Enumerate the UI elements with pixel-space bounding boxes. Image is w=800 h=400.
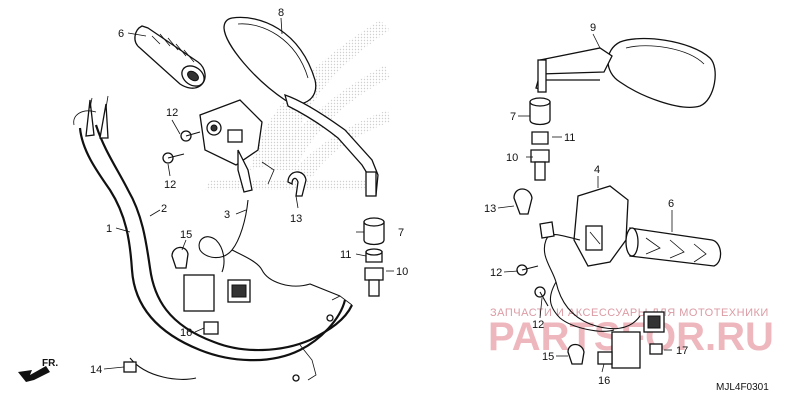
front-direction-arrow: FR. <box>18 358 58 382</box>
drawing-code: MJL4F0301 <box>716 382 769 393</box>
part-right-mirror-hardware <box>529 97 551 181</box>
callout-15-left: 15 <box>180 229 192 241</box>
callout-12-right-lower: 12 <box>532 319 544 331</box>
part-screw-12-right-upper <box>516 264 539 276</box>
part-left-mirror-hardware <box>363 217 385 297</box>
callout-3: 3 <box>224 209 230 221</box>
callout-13-right: 13 <box>484 203 496 215</box>
part-left-grip <box>134 25 206 89</box>
callout-16-left: 16 <box>180 327 192 339</box>
part-screw-12-left-upper <box>180 130 201 142</box>
callout-7-left: 7 <box>398 227 404 239</box>
watermark: ЗАПЧАСТИ И АКСЕССУАРЫ ДЛЯ МОТОТЕХНИКИ PA… <box>488 307 774 359</box>
callout-6: 6 <box>668 198 674 210</box>
part-right-mirror <box>535 37 716 108</box>
part-clamp-15-right <box>567 343 585 365</box>
callout-11-right: 11 <box>564 132 575 144</box>
callout-9: 9 <box>590 22 596 34</box>
callout-12-left-lower: 12 <box>164 179 176 191</box>
leader-lines <box>103 17 673 373</box>
part-left-switch <box>199 99 275 193</box>
callout-12-left-upper: 12 <box>166 107 178 119</box>
callout-2: 2 <box>161 203 167 215</box>
callout-1: 1 <box>106 223 112 235</box>
callout-10-left: 10 <box>396 266 408 278</box>
part-right-switch <box>573 185 629 267</box>
callout-12-right-upper: 12 <box>490 267 502 279</box>
callout-7-right: 7 <box>510 111 516 123</box>
honda-wing-background <box>205 20 390 190</box>
front-direction-label: FR. <box>42 358 58 369</box>
callout-5: 6 <box>118 28 124 40</box>
part-left-harness <box>183 199 341 335</box>
callout-16-right: 16 <box>598 375 610 387</box>
callout-labels: 6 8 9 7 11 10 4 6 13 12 12 12 12 13 3 2 … <box>90 7 688 387</box>
callout-13-left: 13 <box>290 213 302 225</box>
part-left-mirror <box>223 16 379 197</box>
part-screw-12-left-lower <box>162 152 185 164</box>
callout-11-left: 11 <box>340 249 351 261</box>
part-clamp-15-left <box>171 246 189 269</box>
callout-17: 17 <box>676 345 688 357</box>
callout-8: 8 <box>278 7 284 19</box>
watermark-tagline: ЗАПЧАСТИ И АКСЕССУАРЫ ДЛЯ МОТОТЕХНИКИ <box>490 307 769 319</box>
callout-14: 14 <box>90 364 102 376</box>
part-cable-tie-14 <box>123 357 197 380</box>
part-clamp-13-right <box>513 188 533 215</box>
part-right-harness <box>539 221 665 369</box>
callout-4: 4 <box>594 164 600 176</box>
callout-15-right: 15 <box>542 351 554 363</box>
part-right-grip <box>625 227 722 267</box>
part-screw-12-right-lower <box>534 286 549 307</box>
callout-10-right: 10 <box>506 152 518 164</box>
